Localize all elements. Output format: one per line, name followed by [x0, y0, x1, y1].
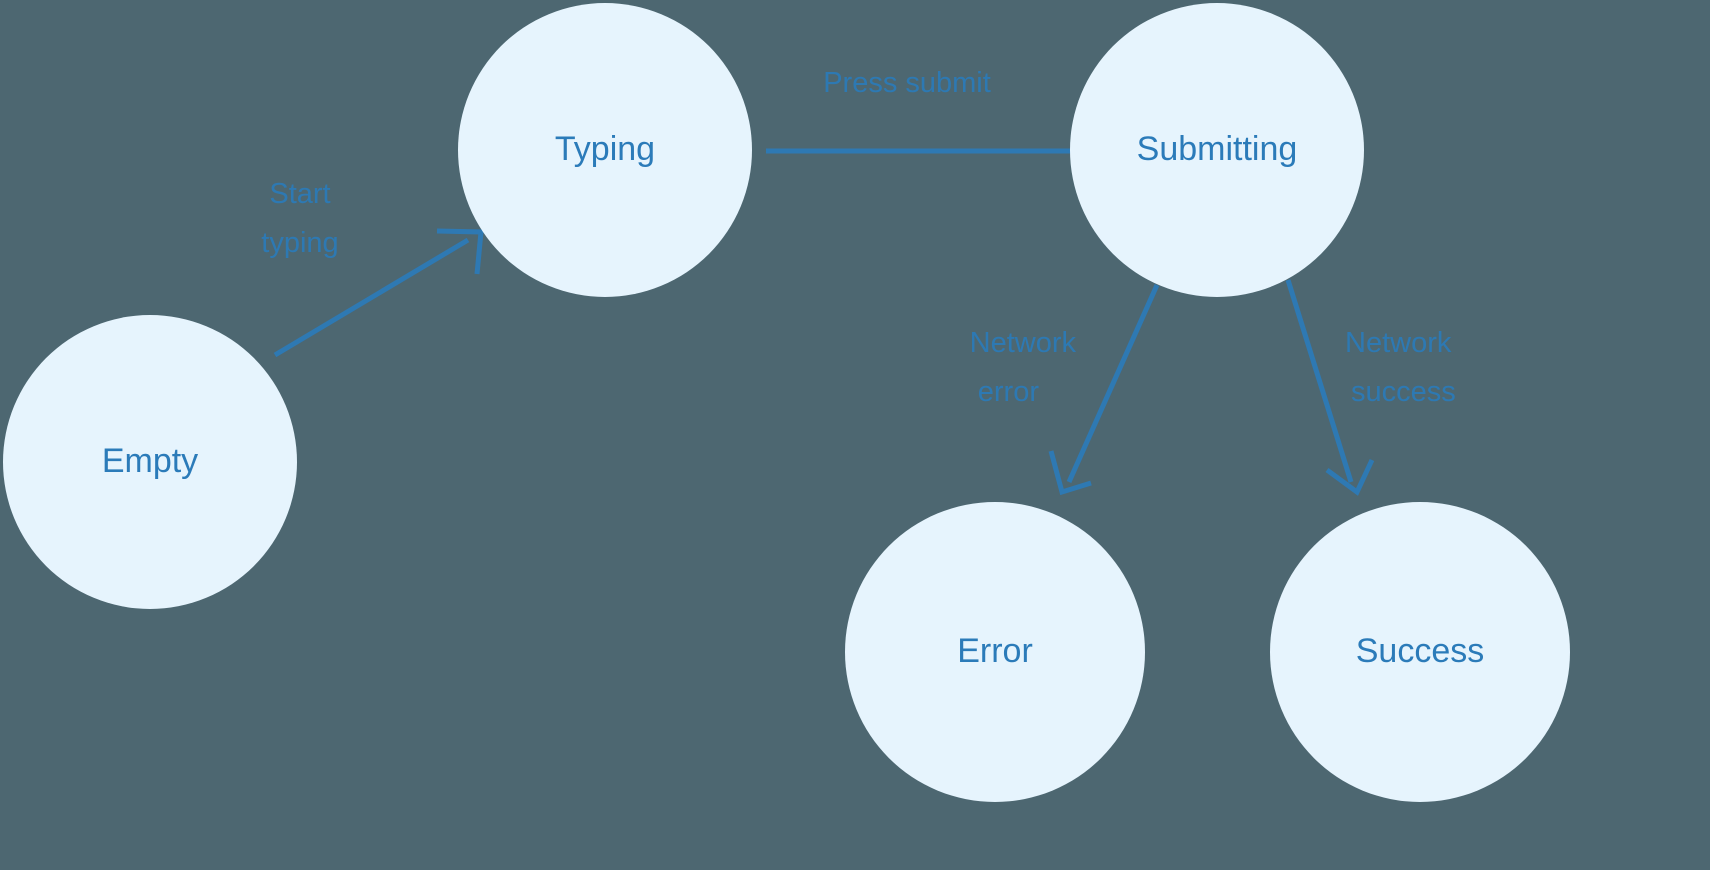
edge-label-start-typing-line2: typing [261, 227, 338, 259]
edge-submitting-to-success [1285, 279, 1375, 496]
edge-empty-to-typing-line [273, 237, 470, 358]
edge-submitting-to-success-line [1285, 279, 1354, 483]
state-node-empty-circle[interactable] [3, 315, 297, 609]
state-node-submitting-circle[interactable] [1070, 3, 1364, 297]
state-node-submitting[interactable]: Submitting [1070, 3, 1364, 297]
edge-submitting-to-error [1048, 283, 1160, 496]
state-node-empty[interactable]: Empty [3, 315, 297, 609]
edge-submitting-to-error-line [1066, 283, 1160, 484]
state-node-submitting-label: Submitting [1137, 130, 1298, 168]
state-node-success-label: Success [1356, 632, 1485, 670]
edge-label-start-typing-line1: Start [269, 178, 330, 210]
state-node-typing-label: Typing [555, 130, 655, 168]
state-node-error-circle[interactable] [845, 502, 1145, 802]
state-node-typing-circle[interactable] [458, 3, 752, 297]
edge-label-network-error-line2: error [978, 376, 1040, 408]
state-node-success-circle[interactable] [1270, 502, 1570, 802]
state-node-error-label: Error [957, 632, 1033, 670]
edge-label-network-error-line1: Network [970, 327, 1077, 359]
state-node-typing[interactable]: Typing [458, 3, 752, 297]
edge-empty-to-typing [273, 228, 484, 358]
edge-label-network-success-line2: success [1351, 376, 1456, 408]
edge-empty-to-typing-arrowhead [436, 228, 484, 275]
state-node-empty-label: Empty [102, 442, 198, 480]
state-node-error[interactable]: Error [845, 502, 1145, 802]
edge-submitting-to-error-arrowhead [1048, 450, 1092, 496]
state-node-success[interactable]: Success [1270, 502, 1570, 802]
edge-submitting-to-success-arrowhead [1325, 458, 1375, 496]
edge-label-network-success-line1: Network [1345, 327, 1452, 359]
edge-label-press-submit: Press submit [823, 67, 991, 99]
